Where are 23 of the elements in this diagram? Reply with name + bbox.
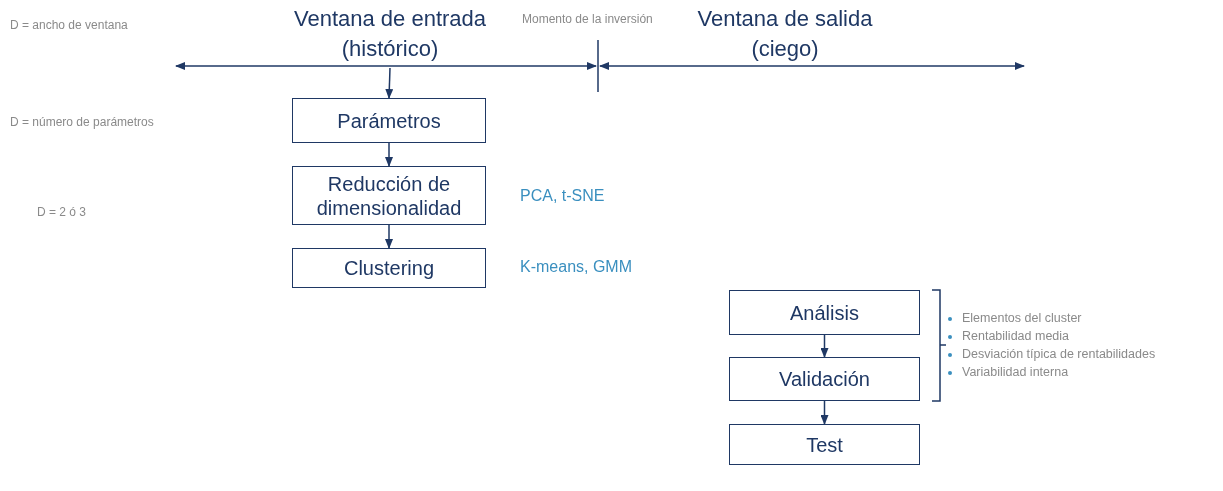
note-text: D = ancho de ventana <box>10 18 128 32</box>
note-text: D = 2 ó 3 <box>37 205 87 219</box>
bullet-item: Rentabilidad media <box>946 329 1069 343</box>
method-note: PCA, t-SNE <box>520 187 605 205</box>
note-text: D = número de parámetros <box>10 115 154 129</box>
process-box: Test <box>729 424 920 465</box>
bullet-item: Elementos del cluster <box>946 311 1082 325</box>
process-box: Parámetros <box>292 98 486 143</box>
process-box: Validación <box>729 357 920 401</box>
bullet-item: Desviación típica de rentabilidades <box>946 347 1156 361</box>
process-box: Reducción de dimensionalidad <box>292 166 486 225</box>
moment-label: Momento de la inversión <box>522 12 653 26</box>
arrow <box>385 142 393 167</box>
arrow <box>385 224 393 249</box>
process-box: Clustering <box>292 248 486 288</box>
arrow <box>820 400 829 425</box>
method-note: K-means, GMM <box>520 258 632 276</box>
window-title: Ventana de salida (ciego) <box>696 5 874 63</box>
process-box: Análisis <box>729 290 920 335</box>
window-title: Ventana de entrada (histórico) <box>285 4 495 66</box>
arrow <box>820 334 829 358</box>
bullet-item: Variabilidad interna <box>946 365 1069 379</box>
arrow <box>385 67 394 99</box>
